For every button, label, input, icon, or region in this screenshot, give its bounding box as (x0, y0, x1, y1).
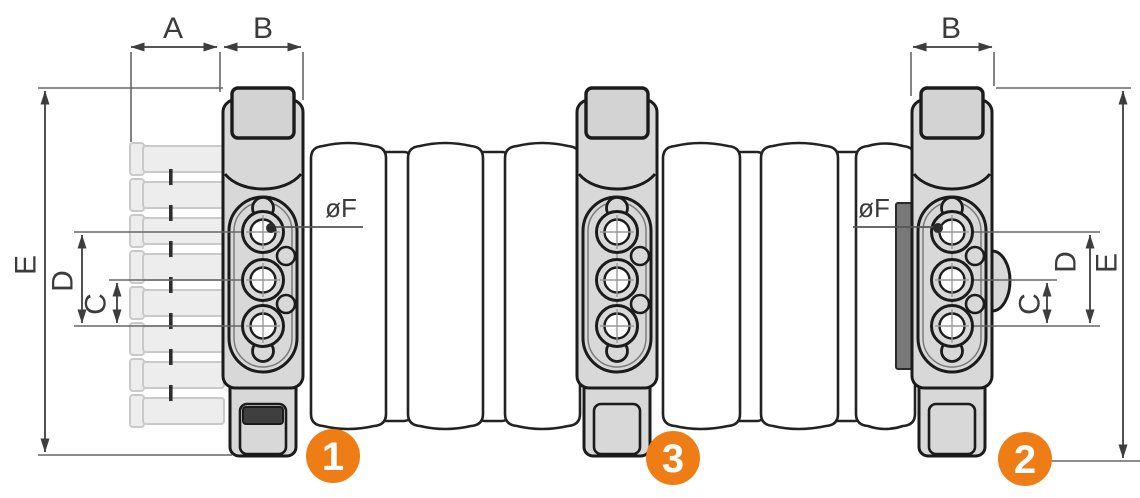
callout-1-number: 1 (322, 435, 344, 479)
ghost-fitting (129, 286, 225, 320)
module-3 (575, 86, 659, 458)
valve-slice (503, 141, 582, 431)
valve-slice (406, 141, 485, 431)
callout-2-number: 2 (1014, 438, 1036, 482)
callout-badge-3: 3 (646, 431, 700, 485)
dia-f-label-left: øF (325, 193, 357, 223)
dimension-label-e-right: E (1091, 253, 1124, 273)
dia-f-leader-dot-left (266, 223, 276, 233)
dimension-lines (40, 42, 1128, 459)
dimension-label-c-right: C (1014, 293, 1047, 315)
module-1 (221, 86, 305, 458)
ghost-fitting (129, 394, 225, 428)
ghost-fitting (129, 322, 225, 356)
dimension-label-b-left: B (253, 12, 273, 45)
valve-slice-group-right (661, 141, 917, 431)
valve-slice (759, 141, 840, 431)
ghost-fitting (129, 358, 225, 392)
callout-badge-1: 1 (306, 429, 360, 483)
valve-slice-group-left (309, 141, 582, 431)
fitting-centerline-dashes (169, 169, 173, 401)
valve-slice (661, 141, 742, 431)
dimension-label-d-left: D (47, 270, 80, 292)
ghost-fittings (129, 142, 225, 428)
ghost-fitting (129, 250, 225, 284)
dia-f-leader-dot-right (933, 223, 943, 233)
module-1-foot-slot (242, 406, 284, 425)
callout-badge-2: 2 (998, 432, 1052, 486)
dimension-label-b-right: B (941, 12, 961, 45)
dimension-label-c-left: C (80, 293, 113, 315)
ghost-fitting (129, 142, 225, 176)
dimension-label-d-right: D (1050, 251, 1083, 273)
dia-f-label-right: øF (858, 193, 890, 223)
diameter-leaders (266, 223, 943, 233)
module-2 (910, 86, 994, 458)
ghost-fitting (129, 178, 225, 212)
valve-slice (309, 141, 388, 431)
dimension-label-e-left: E (10, 255, 43, 275)
ghost-fitting (129, 214, 225, 248)
extension-lines (38, 52, 1140, 462)
module-right-side-bulge (991, 249, 1012, 313)
dimension-label-a: A (163, 12, 183, 45)
callout-3-number: 3 (662, 437, 684, 481)
